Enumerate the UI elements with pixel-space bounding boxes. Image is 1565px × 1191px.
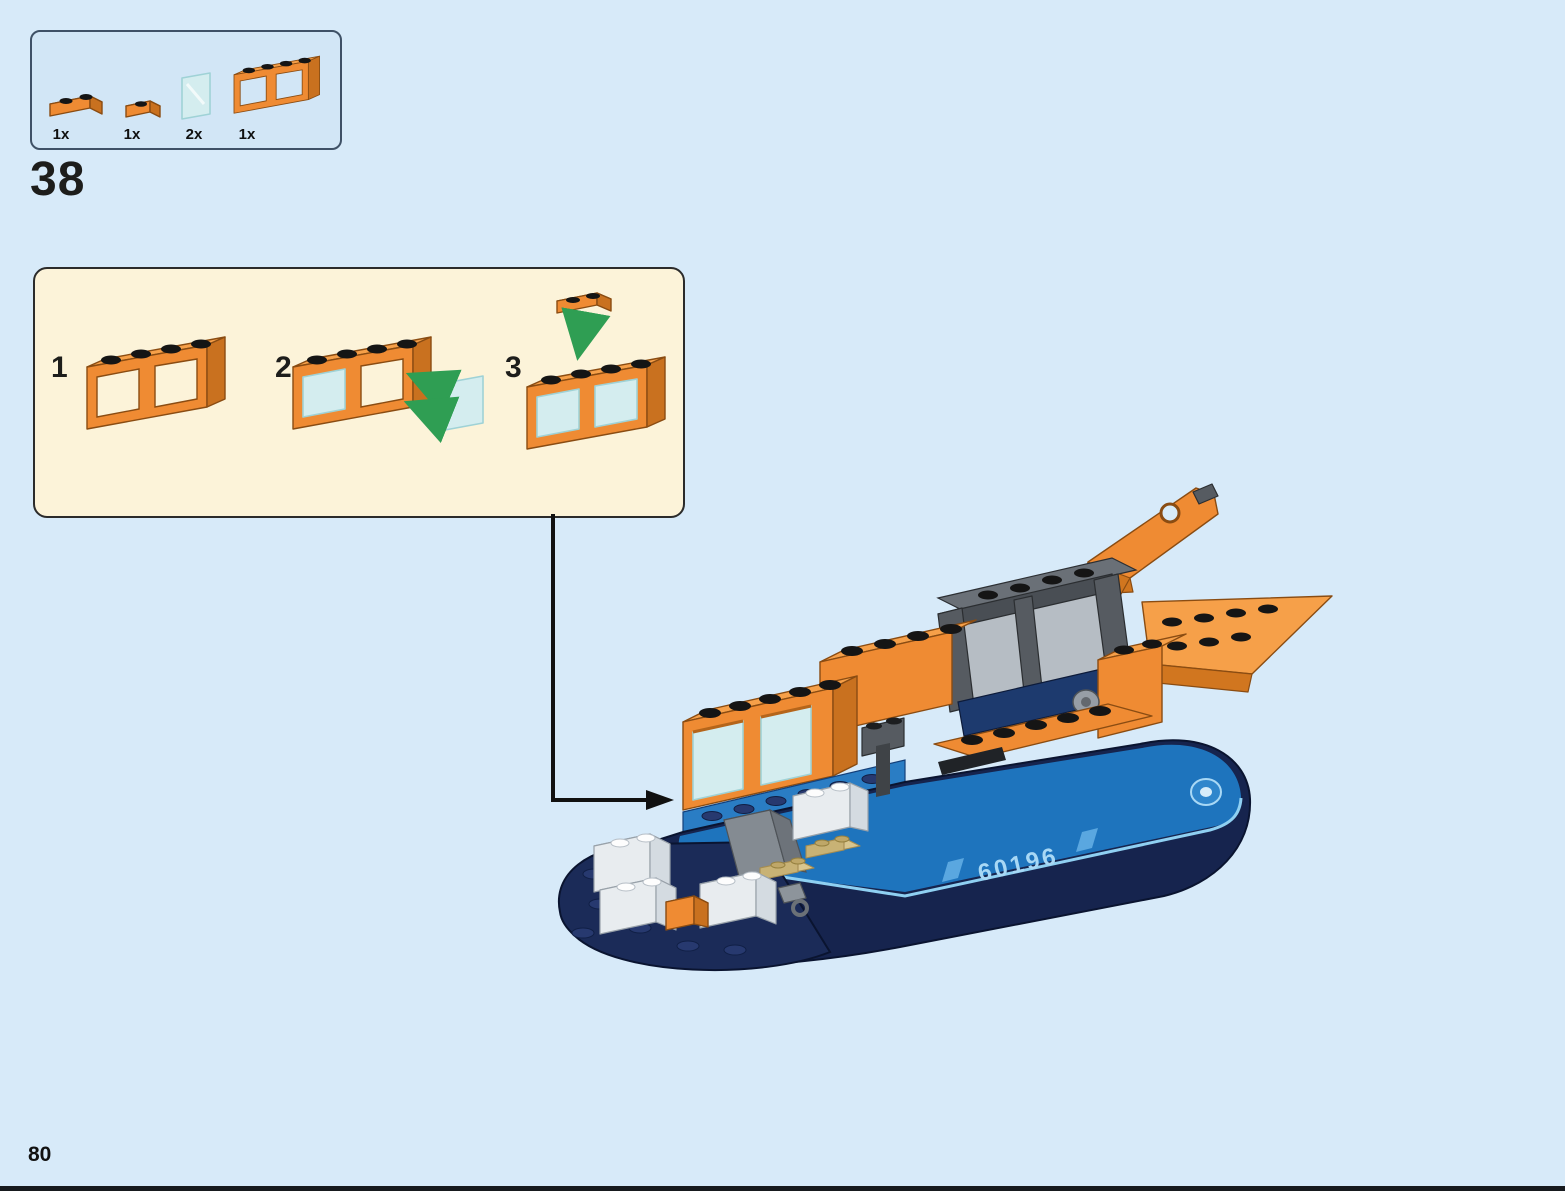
navy-tile-band <box>957 667 1113 737</box>
pylon-clip <box>1192 483 1219 505</box>
hull-base <box>566 739 1252 967</box>
hull-pinstripe <box>685 797 1243 898</box>
gray-hook <box>777 882 809 917</box>
window-cabin <box>682 675 858 811</box>
orange-pylon <box>1081 483 1219 597</box>
orange-deck-band <box>933 703 1153 775</box>
page-number: 80 <box>28 1143 52 1166</box>
substep-2-label: 2 <box>275 351 292 384</box>
step-number: 38 <box>30 153 86 206</box>
blue-deck-strip <box>682 759 906 835</box>
plate-being-added <box>556 292 612 314</box>
substep-1-label: 1 <box>51 351 68 384</box>
tan-plates <box>759 835 861 881</box>
gray-bracket <box>861 717 905 797</box>
substep-3-label: 3 <box>505 351 522 384</box>
substep-illustrations: 1 2 3 <box>51 292 666 450</box>
stern-roundel <box>1190 778 1222 806</box>
orange-brick-1x1 <box>665 895 709 931</box>
gray-cylinder <box>1072 689 1100 715</box>
part-count-3: 2x <box>185 126 203 143</box>
loose-pane <box>444 375 484 431</box>
pylon-hole <box>1159 502 1181 524</box>
substep-1-window-frame <box>86 336 226 430</box>
part-count-4: 1x <box>238 126 256 143</box>
insert-arrow-2 <box>403 396 460 444</box>
page-bottom-edge <box>0 1186 1565 1191</box>
gray-slope-piece <box>723 808 807 881</box>
hull-set-number: 60196 <box>975 842 1061 887</box>
substep-3-add-plate <box>526 292 666 450</box>
hull: 60196 <box>566 739 1252 967</box>
vent-grille <box>938 747 1006 775</box>
orange-plate-1x2-icon <box>49 94 103 117</box>
cabin-window-1 <box>692 720 744 801</box>
cabin-window-2 <box>760 705 812 786</box>
parts-icons <box>49 55 320 120</box>
bow-deck <box>557 840 832 972</box>
hull-blue-band <box>678 744 1241 892</box>
window-pane-icon <box>181 72 211 120</box>
part-count-1: 1x <box>52 126 70 143</box>
substep-2-insert-panes <box>292 336 484 444</box>
callout-connector-arrow <box>551 514 674 810</box>
orange-plate-1x1-icon <box>125 100 161 118</box>
white-console <box>792 782 869 841</box>
parts-callout-box: 1x 1x 2x 1x <box>30 30 342 150</box>
substep-panel: 1 2 3 <box>33 267 685 518</box>
white-bricks <box>593 833 777 935</box>
bridge-frame <box>936 557 1138 713</box>
boat-model: 60196 <box>557 483 1333 972</box>
mid-cabin <box>819 619 977 735</box>
place-arrow <box>561 307 611 361</box>
stern-wedge <box>1141 595 1333 693</box>
insert-arrow-1 <box>405 369 462 416</box>
window-frame-icon <box>233 55 320 114</box>
stern-cabin <box>1097 633 1187 739</box>
part-count-2: 1x <box>123 126 141 143</box>
